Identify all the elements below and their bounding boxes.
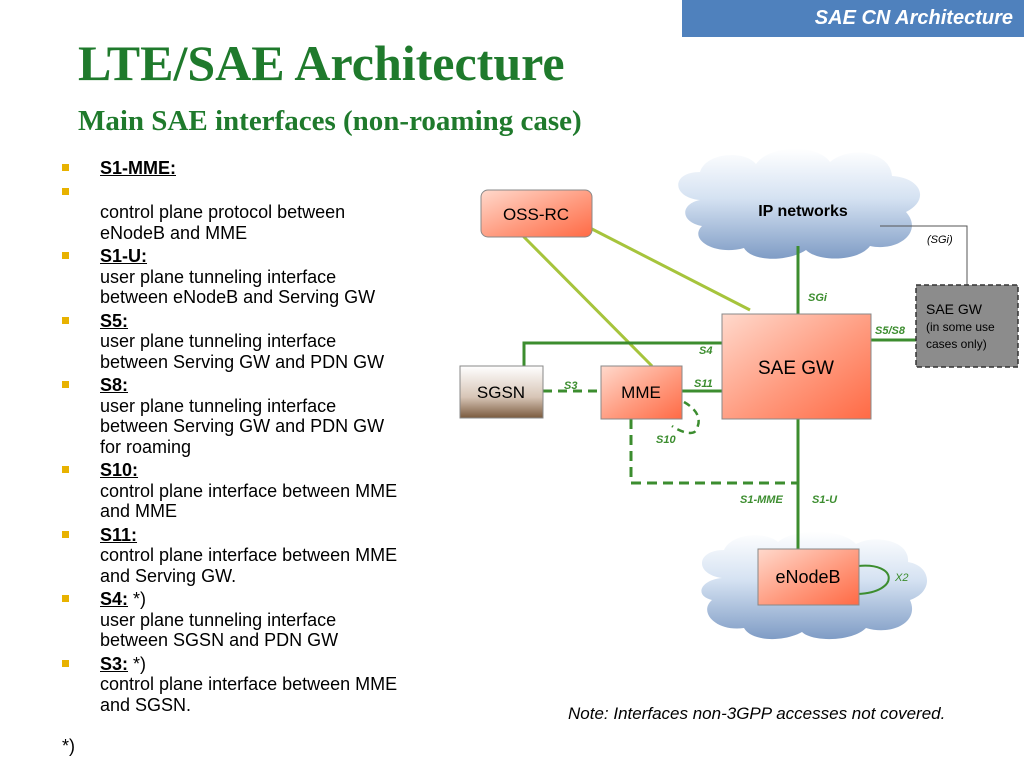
bullet-line: user plane tunneling interface bbox=[100, 395, 337, 416]
oss-rc-label: OSS-RC bbox=[503, 205, 569, 224]
sae-gw-external-node: SAE GW (in some use cases only) bbox=[915, 284, 1019, 368]
mme-node: MME bbox=[600, 365, 683, 420]
x2-label: X2 bbox=[894, 572, 908, 584]
bullet-s1-u: S1-U: user plane tunneling interface bet… bbox=[62, 246, 462, 308]
s10-label: S10 bbox=[656, 434, 676, 446]
x2-loop bbox=[857, 564, 890, 595]
bullet-term-suffix: *) bbox=[128, 653, 147, 674]
s11-label: S11 bbox=[694, 378, 713, 390]
bullet-s1-mme-description: control plane protocol between eNodeB an… bbox=[62, 182, 462, 244]
sgi-optional-link bbox=[880, 225, 968, 285]
bullet-line: user plane tunneling interface bbox=[100, 266, 337, 287]
oss-rc-node: OSS-RC bbox=[480, 189, 593, 238]
page-title: LTE/SAE Architecture bbox=[78, 35, 565, 91]
bullet-heading: S10: bbox=[100, 460, 462, 481]
bullet-term: S8: bbox=[100, 375, 129, 395]
enodeb-label: eNodeB bbox=[775, 567, 840, 587]
bullet-s5: S5: user plane tunneling interface betwe… bbox=[62, 311, 462, 373]
bullet-s11: S11: control plane interface between MME… bbox=[62, 525, 462, 587]
bullet-term: S5: bbox=[100, 310, 129, 331]
sae-gw-node: SAE GW bbox=[721, 313, 872, 420]
bullet-heading: S11: bbox=[100, 525, 462, 546]
sae-gw-ext-title: SAE GW bbox=[926, 301, 983, 317]
s3-label: S3 bbox=[564, 380, 577, 392]
bullet-line: and MME bbox=[100, 501, 178, 521]
bullet-line: control plane interface between MME bbox=[100, 674, 398, 694]
bullet-line: user plane tunneling interface bbox=[100, 609, 337, 630]
bullet-heading: S1-U: bbox=[100, 246, 462, 267]
bullet-s10: S10: control plane interface between MME… bbox=[62, 460, 462, 522]
bullet-term: S10: bbox=[100, 460, 139, 480]
bullet-line: between SGSN and PDN GW bbox=[100, 630, 339, 650]
bullet-term-suffix: *) bbox=[128, 589, 147, 609]
bullet-s1-mme: S1-MME: bbox=[62, 158, 462, 179]
page-subtitle: Main SAE interfaces (non-roaming case) bbox=[78, 105, 582, 137]
bullet-line: and Serving GW. bbox=[100, 565, 237, 586]
interface-bullet-list: S1-MME: control plane protocol between e… bbox=[62, 158, 462, 715]
section-banner: SAE CN Architecture bbox=[682, 0, 1024, 37]
s4-label: S4 bbox=[699, 345, 712, 357]
bullet-line: and SGSN. bbox=[100, 694, 192, 715]
bullet-s4: S4: *) user plane tunneling interface be… bbox=[62, 589, 462, 651]
sgi-label: SGi bbox=[808, 292, 828, 304]
bullet-term: S3: bbox=[100, 653, 129, 674]
s4-link bbox=[522, 341, 722, 366]
enodeb-node: eNodeB bbox=[757, 548, 860, 606]
bullet-line: between Serving GW and PDN GW bbox=[100, 416, 385, 436]
oss-to-sae-gw-link bbox=[589, 226, 751, 312]
bullet-heading: S3: *) bbox=[100, 654, 462, 675]
sae-gw-label: SAE GW bbox=[758, 358, 834, 379]
sgi-optional-label: (SGi) bbox=[927, 234, 953, 246]
footnote: *) bbox=[62, 736, 75, 756]
s10-loop bbox=[671, 400, 700, 435]
sgsn-label: SGSN bbox=[477, 383, 525, 402]
bullet-heading: S8: bbox=[100, 375, 462, 396]
mme-label: MME bbox=[621, 383, 661, 402]
oss-to-mme-link bbox=[521, 234, 654, 368]
bullet-line: control plane protocol between bbox=[100, 202, 346, 222]
bullet-s3: S3: *) control plane interface between M… bbox=[62, 654, 462, 716]
bullet-line: for roaming bbox=[100, 436, 192, 457]
s1-u-label: S1-U bbox=[812, 494, 838, 506]
coverage-note: Note: Interfaces non-3GPP accesses not c… bbox=[568, 704, 946, 723]
bullet-s8: S8: user plane tunneling interface betwe… bbox=[62, 375, 462, 457]
bullet-line: eNodeB and MME bbox=[100, 222, 248, 243]
s1-mme-label: S1-MME bbox=[740, 494, 783, 506]
ip-networks-label: IP networks bbox=[758, 203, 848, 220]
bullet-term: S4: bbox=[100, 589, 129, 609]
bullet-line: user plane tunneling interface bbox=[100, 331, 337, 351]
bullet-term: S1-MME: bbox=[100, 158, 176, 178]
bullet-heading: S5: bbox=[100, 311, 462, 332]
bullet-line: control plane interface between MME bbox=[100, 545, 398, 565]
bullet-line: control plane interface between MME bbox=[100, 480, 398, 501]
s5s8-label: S5/S8 bbox=[875, 325, 906, 337]
sae-gw-ext-sub1: (in some use bbox=[926, 320, 995, 334]
bullet-line: between eNodeB and Serving GW bbox=[100, 287, 376, 307]
ip-networks-cloud bbox=[678, 148, 921, 259]
bullet-term: S1-U: bbox=[100, 246, 148, 266]
sae-gw-ext-sub2: cases only) bbox=[926, 337, 987, 351]
sgsn-node: SGSN bbox=[459, 365, 544, 419]
bullet-heading: S4: *) bbox=[100, 589, 462, 610]
bullet-term: S11: bbox=[100, 524, 138, 545]
bullet-line: between Serving GW and PDN GW bbox=[100, 351, 385, 372]
